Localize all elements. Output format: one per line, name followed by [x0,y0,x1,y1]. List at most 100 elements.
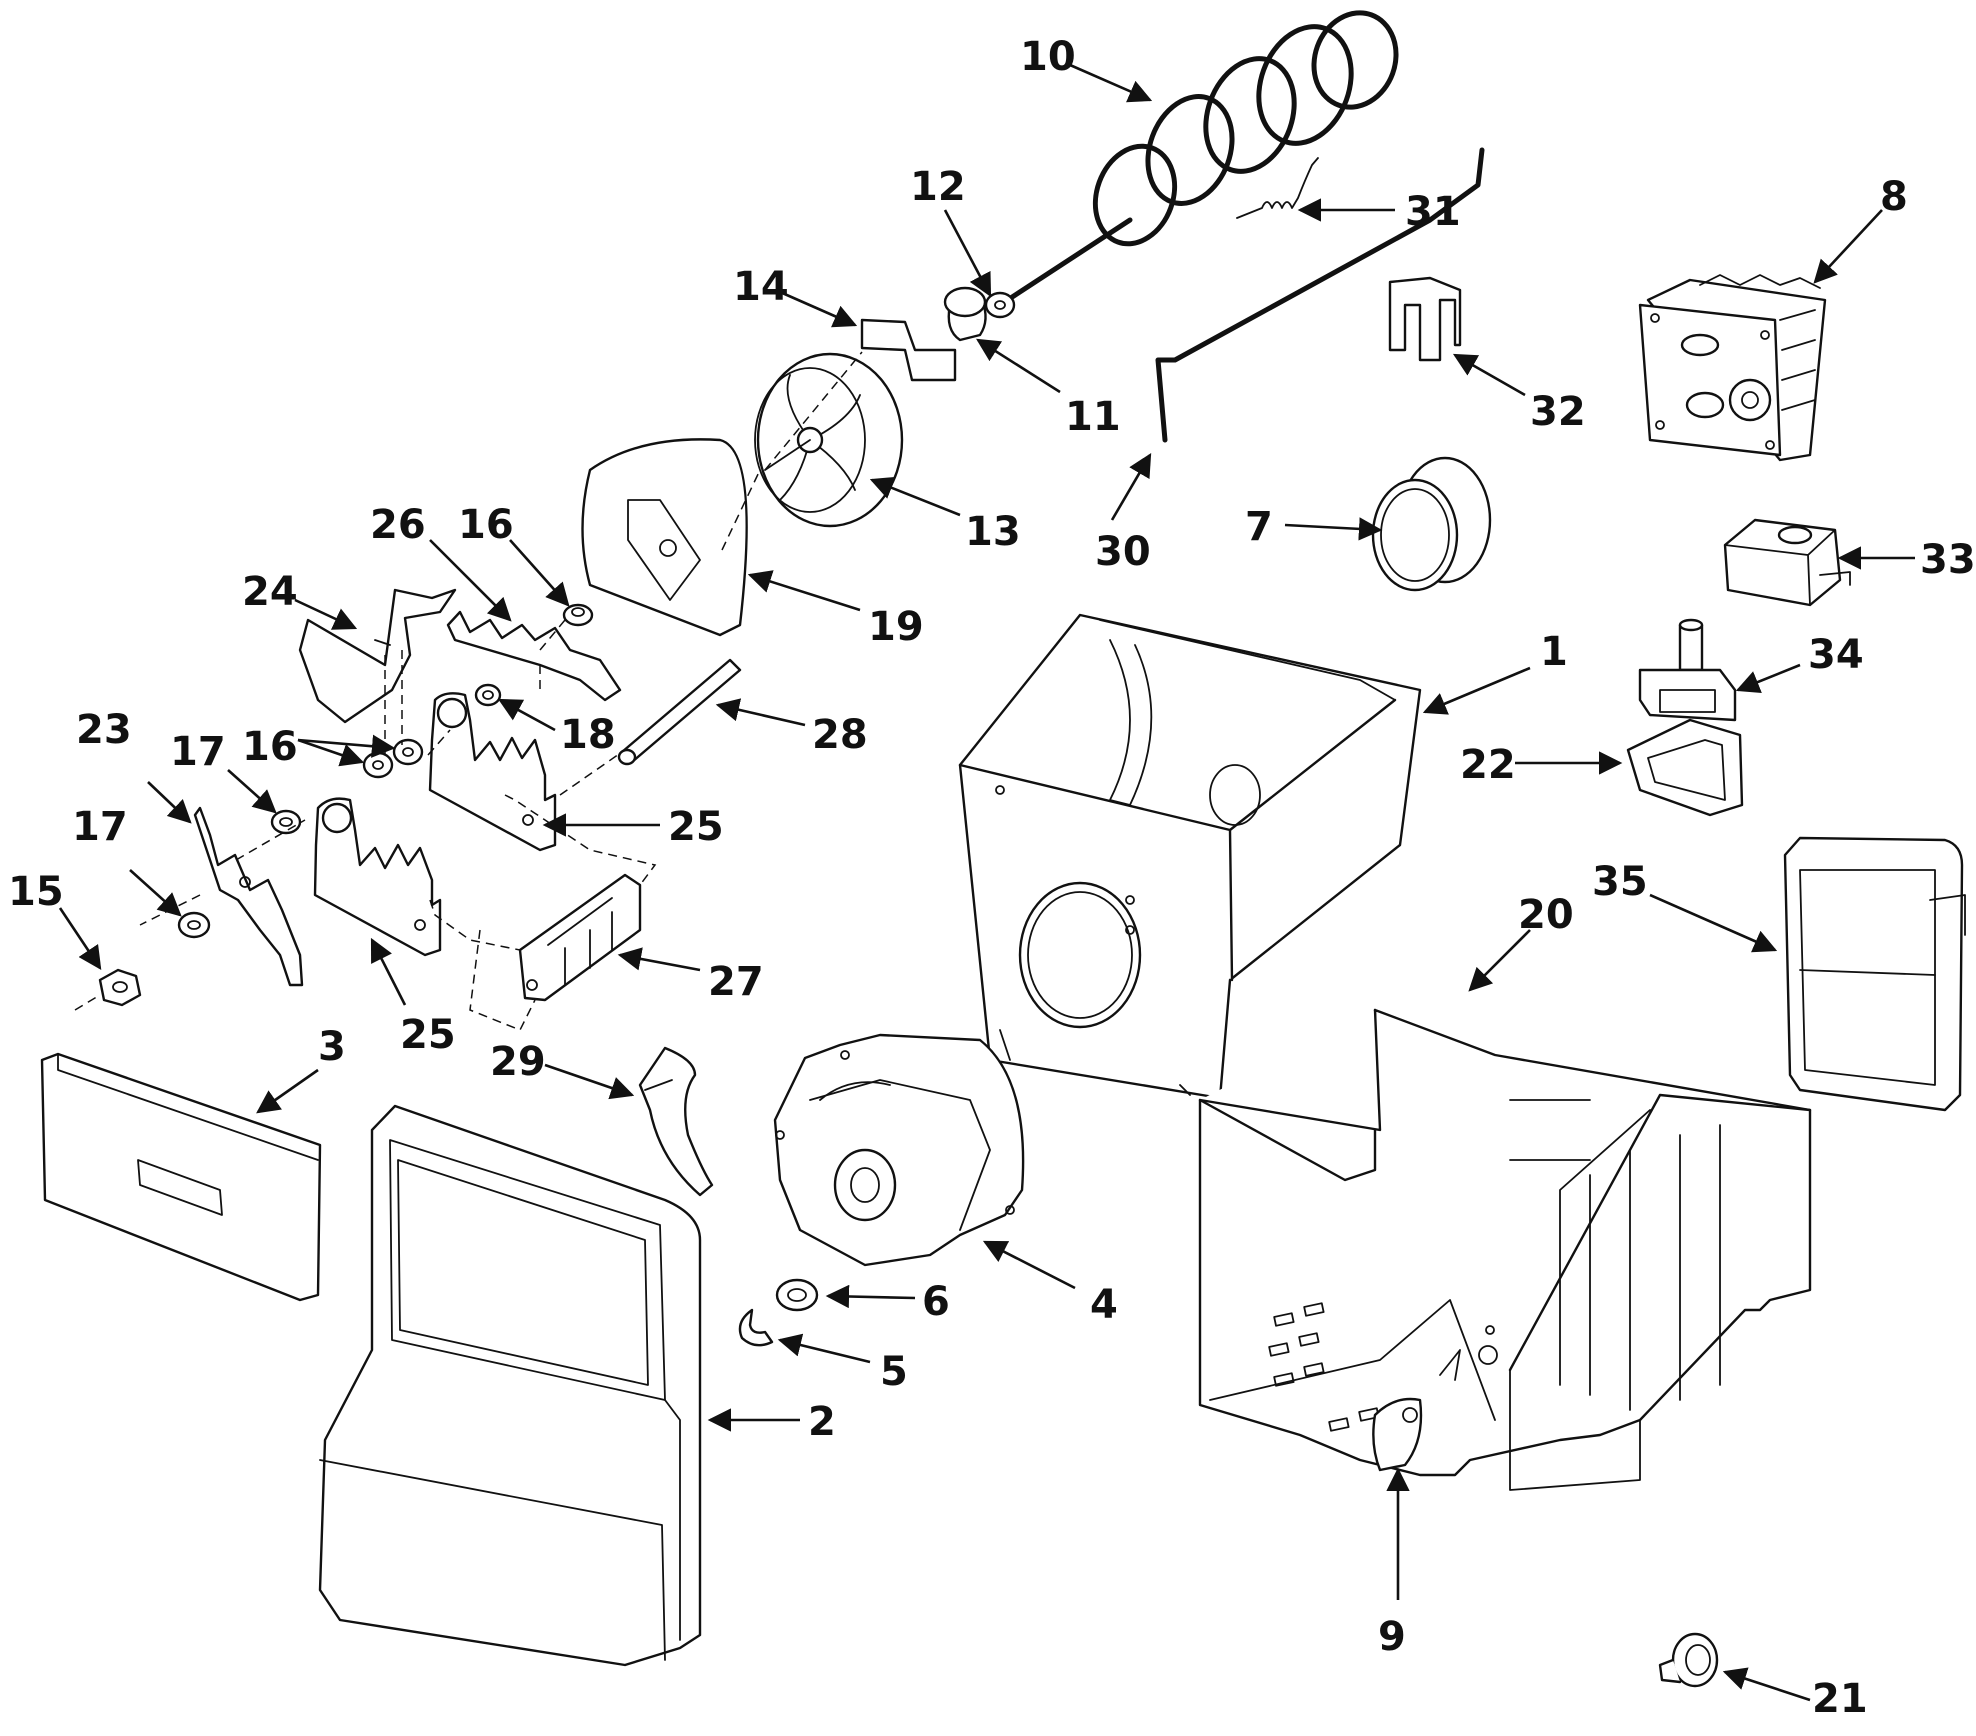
callout-label: 26 [370,502,426,548]
part-9-latch [1372,1397,1423,1472]
callout-label: 17 [170,729,226,775]
part-8-motor [1638,274,1827,462]
callout-label: 35 [1592,859,1648,905]
callout-25-lower: 25 [370,937,456,1058]
callout-label: 19 [868,604,924,650]
part-24-lever [298,588,457,724]
callout-label: 16 [458,502,514,548]
callout-15: 15 [8,869,102,970]
part-30-rod [1155,147,1485,443]
callout-label: 9 [1378,1614,1406,1660]
part-2-front-cover [318,1104,702,1667]
callout-16-lower: 16 [242,724,396,770]
callout-label: 10 [1020,34,1076,80]
callout-34: 34 [1735,632,1864,693]
callout-8: 8 [1813,174,1908,284]
part-23-lever [193,806,304,987]
part-3-drawer-panel [40,1052,322,1302]
callout-label: 32 [1530,389,1586,435]
part-17-washer-lower [177,911,211,939]
callout-27: 27 [617,947,764,1005]
part-1-ice-bin [958,613,1422,1100]
callout-19: 19 [747,570,924,650]
callout-17-lower: 17 [72,804,182,917]
callout-label: 30 [1095,529,1151,575]
callout-label: 27 [708,959,764,1005]
callout-label: 25 [668,804,724,850]
part-4-motor-housing [773,1033,1025,1267]
callout-3: 3 [256,1024,346,1114]
callout-11: 11 [976,338,1121,440]
callout-label: 5 [880,1349,908,1395]
callout-9: 9 [1378,1467,1410,1660]
callout-31: 31 [1297,189,1461,235]
callout-label: 6 [922,1279,950,1325]
callout-28: 28 [715,698,868,758]
part-7-ring-collar [1371,456,1492,592]
callout-26: 26 [370,502,512,622]
part-25-cam-plate-lower [313,797,442,957]
part-18-bushing [474,683,502,707]
part-12-washer [984,291,1016,319]
callout-label: 16 [242,724,298,770]
callout-label: 23 [76,707,132,753]
callout-label: 25 [400,1012,456,1058]
callout-29: 29 [490,1039,635,1100]
part-34-switch [1638,618,1737,722]
callout-label: 22 [1460,742,1516,788]
part-13-impeller [754,352,904,528]
part-14-blade [860,318,957,382]
callout-21: 21 [1722,1667,1868,1722]
part-22-bracket [1626,718,1744,817]
callout-label: 24 [242,569,298,615]
callout-6: 6 [825,1279,950,1325]
callout-4: 4 [982,1240,1118,1328]
part-32-clip [1388,276,1462,362]
callout-1: 1 [1422,629,1568,715]
callout-10: 10 [1020,34,1153,103]
callout-14: 14 [733,264,858,328]
callout-label: 34 [1808,632,1864,678]
callout-23: 23 [76,707,192,824]
callout-label: 2 [808,1399,836,1445]
callout-25-upper: 25 [542,804,724,850]
callout-label: 3 [318,1024,346,1070]
part-31-spring [1236,157,1319,219]
callout-label: 14 [733,264,789,310]
callout-label: 33 [1920,537,1976,583]
callout-label: 17 [72,804,128,850]
part-17-washer-upper [270,809,302,835]
callout-17-upper: 17 [170,729,277,814]
callout-16-top: 16 [458,502,570,607]
callout-label: 31 [1405,189,1461,235]
callout-7: 7 [1245,504,1383,550]
part-19-housing-plate [581,438,748,637]
part-26-actuator-plate [446,610,622,702]
part-28-rod [617,658,742,766]
callout-18: 18 [497,698,616,758]
callout-32: 32 [1452,353,1586,435]
callout-13: 13 [869,476,1021,555]
callout-22: 22 [1460,742,1623,788]
callout-20: 20 [1468,892,1574,992]
callout-12: 12 [910,164,992,298]
callout-5: 5 [777,1333,908,1395]
part-27-bearing-block [518,873,642,1002]
callout-label: 11 [1065,394,1121,440]
callout-label: 8 [1880,174,1908,220]
callout-label: 13 [965,509,1021,555]
part-25-cam-plate-upper [428,692,557,852]
callout-label: 12 [910,164,966,210]
callout-label: 15 [8,869,64,915]
callout-label: 4 [1090,1282,1118,1328]
part-21-knob [1658,1632,1719,1688]
part-15-nut [98,968,142,1007]
callout-label: 28 [812,712,868,758]
part-33-solenoid-coil [1723,518,1851,607]
callout-label: 21 [1812,1676,1868,1722]
part-20-ice-bucket [1198,1008,1812,1491]
part-11-bushing [943,286,987,342]
callout-24: 24 [242,569,358,630]
callout-label: 29 [490,1039,546,1085]
